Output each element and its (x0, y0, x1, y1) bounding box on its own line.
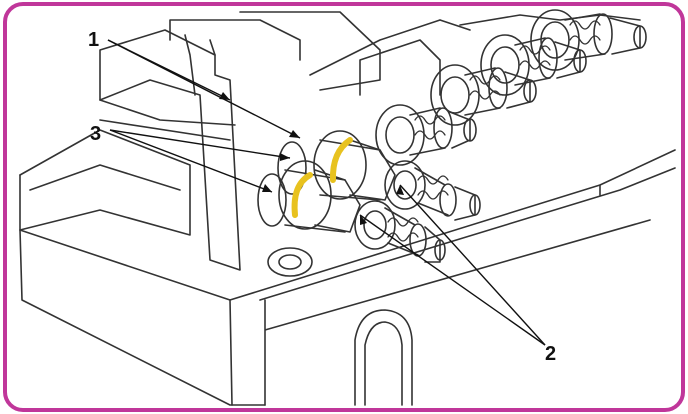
seal-ring-upper (329, 137, 353, 183)
housing-front-edge (19, 229, 266, 406)
callout-arrowheads (219, 92, 404, 225)
housing-notch-inner (364, 321, 403, 406)
callout-leaders (107, 39, 546, 346)
junction-box-drawing (19, 9, 676, 406)
cover-clip (99, 99, 236, 141)
cover-flap (99, 29, 241, 271)
housing-lower-rim (229, 299, 233, 406)
leader-2b (359, 214, 546, 346)
mounting-lug (267, 247, 313, 277)
housing-right-wall (259, 167, 676, 301)
connector-row-back (375, 9, 647, 166)
gland-rim-upper (277, 141, 307, 195)
leader-3b (109, 129, 273, 193)
callout-label-3: 3 (90, 123, 101, 145)
callout-label-1: 1 (88, 29, 99, 51)
callout-label-2: 2 (545, 343, 556, 365)
housing-side-lower (264, 219, 651, 406)
leader-3a (109, 129, 291, 159)
connector-body-upper (319, 139, 381, 201)
left-wall (19, 129, 191, 236)
spring-coils-back (414, 20, 601, 140)
mounting-lug-hole (278, 254, 302, 270)
left-wall-inner (29, 164, 181, 191)
housing-notch (354, 309, 413, 406)
leader-1b (107, 39, 301, 139)
figure-frame (3, 2, 685, 412)
spring-coils-front (387, 175, 449, 242)
seal-rings (291, 137, 353, 218)
back-rib-1 (169, 19, 301, 61)
seal-ring-lower (291, 172, 313, 218)
gland-rim-lower (257, 173, 287, 227)
back-rib-5 (459, 14, 641, 26)
back-rib-3 (309, 19, 471, 76)
leader-2a (399, 184, 546, 346)
